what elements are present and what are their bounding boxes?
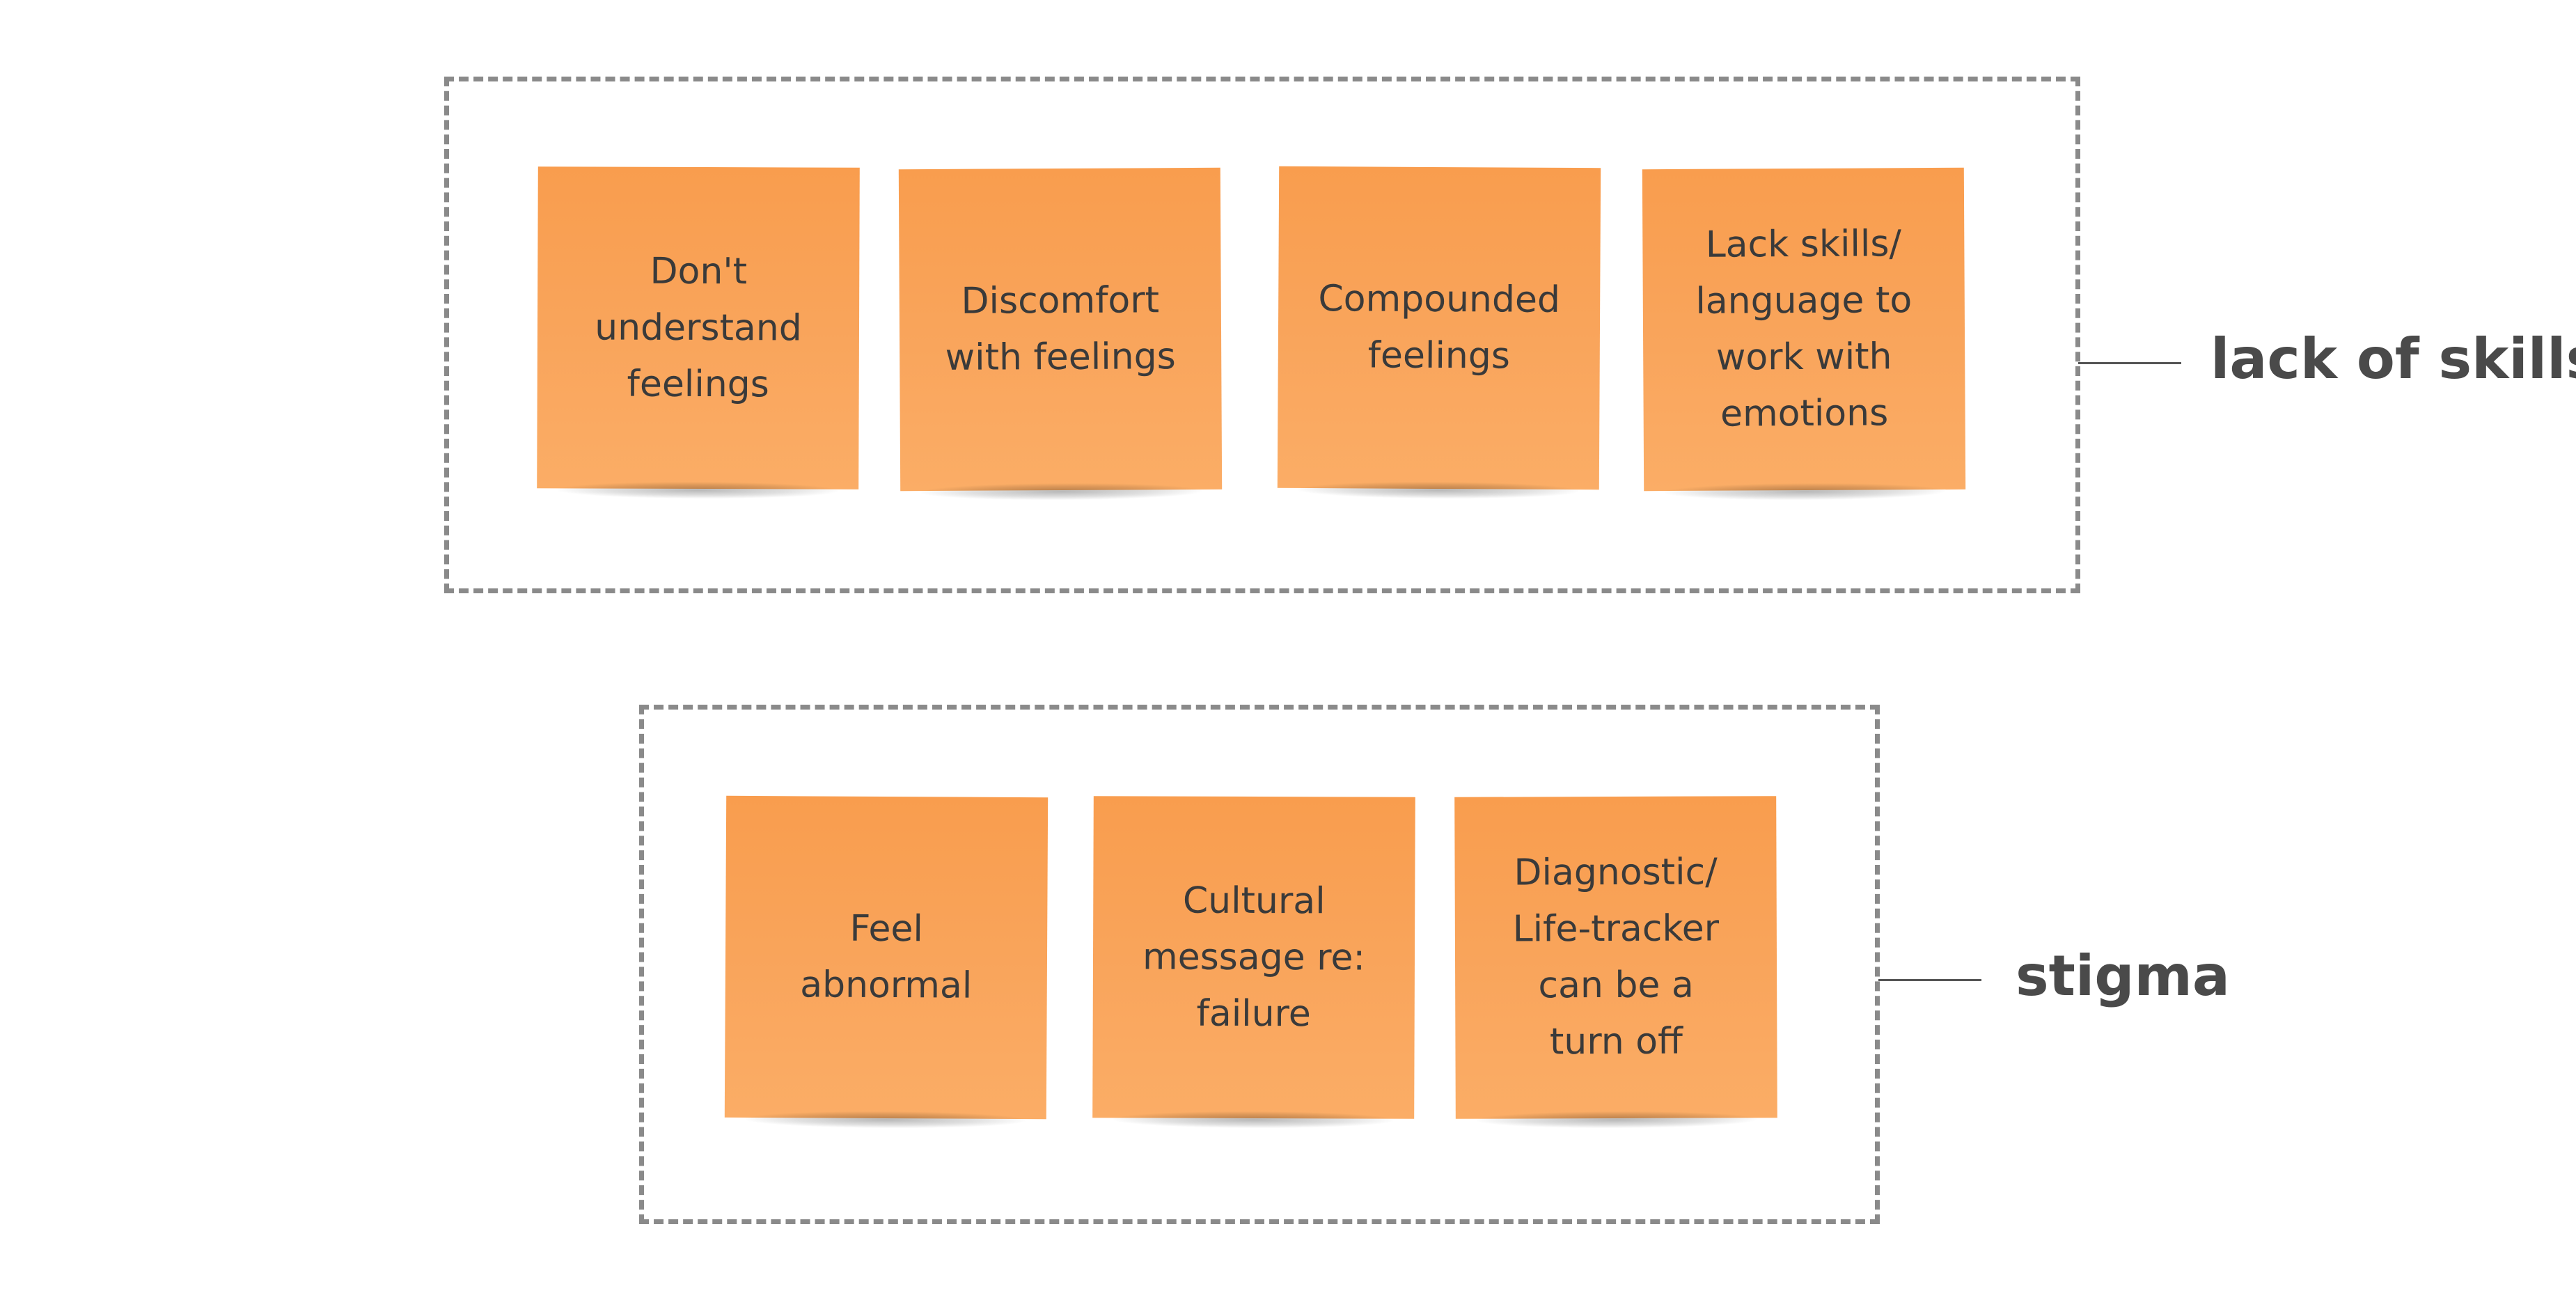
sticky-note[interactable]: Diagnostic/ Life-tracker can be a turn o…: [1454, 796, 1777, 1119]
sticky-note[interactable]: Cultural message re: failure: [1092, 796, 1415, 1119]
sticky-note[interactable]: Don't understand feelings: [537, 166, 860, 490]
group-label-stigma[interactable]: stigma: [2016, 944, 2230, 1008]
sticky-note[interactable]: Discomfort with feelings: [898, 167, 1223, 492]
group-frame-stigma[interactable]: [639, 705, 1880, 1224]
group-connector-line: [2078, 362, 2181, 364]
sticky-note[interactable]: Feel abnormal: [724, 795, 1049, 1120]
group-connector-line: [1878, 979, 1981, 981]
sticky-note[interactable]: Compounded feelings: [1277, 166, 1601, 490]
group-label-lack-of-skills[interactable]: lack of skills: [2210, 327, 2576, 391]
sticky-note[interactable]: Lack skills/ language to work with emoti…: [1642, 167, 1966, 492]
group-frame-lack-of-skills[interactable]: [444, 77, 2080, 593]
